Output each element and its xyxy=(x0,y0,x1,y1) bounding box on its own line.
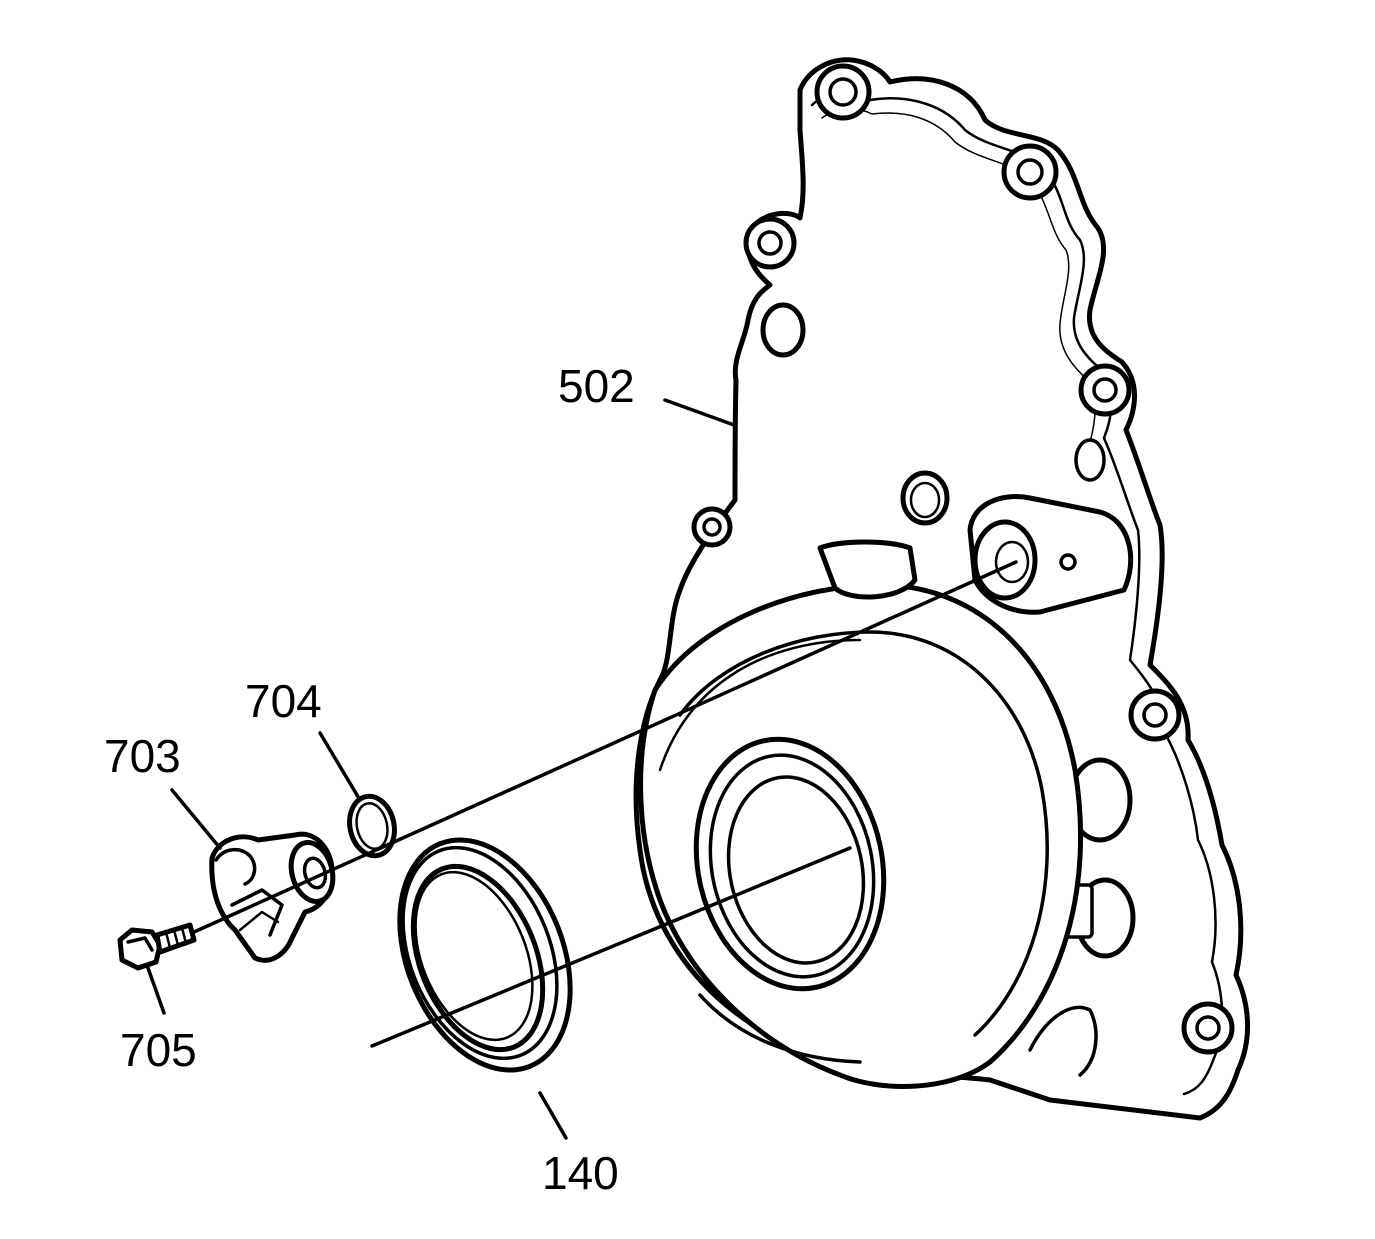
bolt-boss xyxy=(814,63,872,121)
bolt-boss xyxy=(760,302,806,358)
bolt-boss xyxy=(1128,688,1182,742)
leader-703 xyxy=(170,788,222,850)
o-ring xyxy=(347,793,397,859)
sensor-mount-boss xyxy=(967,494,1134,615)
front-oil-seal xyxy=(397,837,573,1073)
callout-704: 704 xyxy=(245,675,322,727)
flange-boss xyxy=(1056,438,1136,959)
cover-bottom-pocket xyxy=(1028,1005,1098,1077)
bolt-boss xyxy=(1181,1001,1235,1055)
callout-705: 705 xyxy=(120,1024,197,1076)
callout-140: 140 xyxy=(542,1147,619,1199)
sensor-bolt xyxy=(117,922,197,971)
leader-lines xyxy=(146,398,736,1140)
front-cover-flange-inner xyxy=(810,92,1224,1096)
bolt-boss xyxy=(743,216,797,270)
leader-705 xyxy=(146,966,166,1015)
seal-housing xyxy=(638,539,1084,1089)
leader-704 xyxy=(318,731,362,802)
bolt-boss xyxy=(1001,143,1059,201)
seal-axis-line xyxy=(370,846,852,1048)
engine-front-cover xyxy=(633,57,1251,1121)
assembly-centerlines xyxy=(192,560,1018,1048)
bolt-boss xyxy=(691,506,733,548)
leader-502 xyxy=(663,398,736,427)
sensor-axis-line xyxy=(192,560,1018,934)
callout-703: 703 xyxy=(104,730,181,782)
leader-140 xyxy=(538,1091,568,1140)
bolt-boss xyxy=(1078,363,1132,417)
callout-502: 502 xyxy=(558,360,635,412)
cover-plug xyxy=(900,470,950,526)
